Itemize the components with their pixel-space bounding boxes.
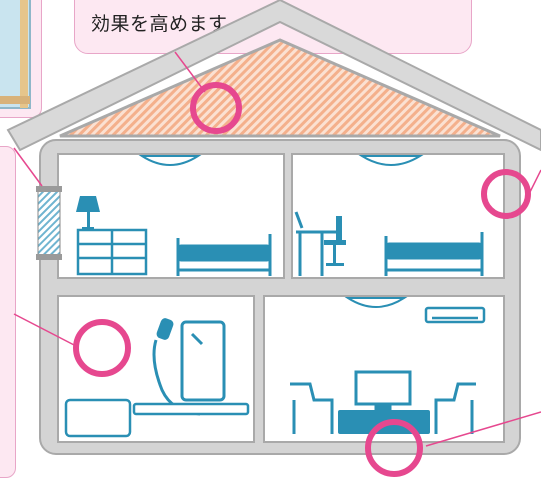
callout-left-lower — [0, 146, 16, 478]
bed-icon-2 — [384, 232, 484, 276]
mirror-icon — [180, 320, 226, 402]
roof — [6, 0, 541, 152]
callout-top-text: 効果を高めます。 — [91, 13, 246, 35]
bathtub-icon — [64, 398, 132, 438]
leader-lines — [13, 51, 541, 447]
desk-icon — [294, 211, 336, 276]
marker-rings — [73, 82, 531, 477]
television-icon — [354, 370, 412, 412]
vanity-counter — [132, 402, 250, 416]
window-frame-icon — [0, 0, 31, 109]
office-chair-icon — [324, 216, 346, 266]
bed-icon — [176, 234, 272, 276]
wall-insulation-icon — [36, 186, 62, 260]
armchair-icon — [290, 382, 476, 434]
air-conditioner-icon — [424, 306, 486, 324]
chest-of-drawers-icon — [76, 228, 148, 276]
floor-lamp-icon — [76, 196, 100, 230]
ceiling-light-icon — [138, 155, 424, 308]
